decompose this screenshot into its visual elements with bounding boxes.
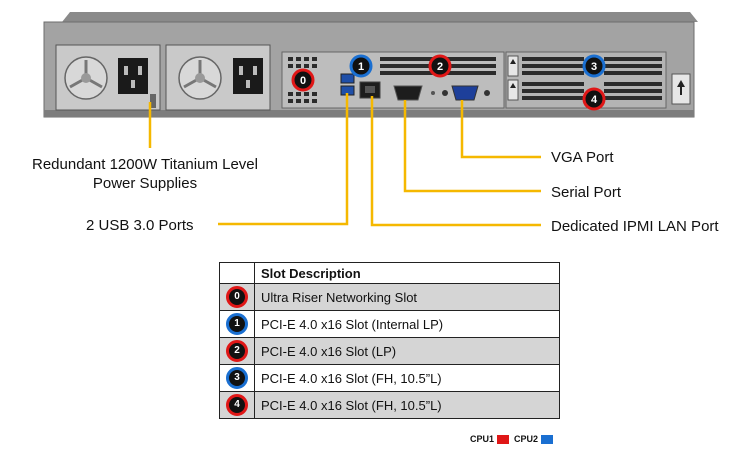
table-row: 1 PCI-E 4.0 x16 Slot (Internal LP) (219, 310, 560, 338)
slot-description: PCI-E 4.0 x16 Slot (Internal LP) (254, 310, 560, 338)
slot-description: PCI-E 4.0 x16 Slot (FH, 10.5”L) (254, 391, 560, 419)
serial-callout-line (403, 100, 541, 193)
slot-badge-4-icon: 4 (582, 87, 606, 111)
slot-badge-3-icon: 3 (582, 54, 606, 78)
legend-cpu2-label: CPU2 (514, 434, 539, 444)
svg-text:4: 4 (591, 94, 598, 106)
psu-2 (165, 44, 271, 111)
chassis-top-lip (62, 12, 698, 22)
slot-description-table: Slot Description 0 Ultra Riser Networkin… (219, 262, 560, 419)
svg-text:0: 0 (300, 75, 306, 87)
slot-description: PCI-E 4.0 x16 Slot (FH, 10.5”L) (254, 364, 560, 392)
ipmi-callout-label: Dedicated IPMI LAN Port (551, 218, 719, 235)
vga-callout-line (460, 100, 541, 159)
legend-cpu2-swatch (541, 434, 554, 444)
slot-latch-icon (507, 55, 519, 77)
vga-callout-label: VGA Port (551, 149, 614, 166)
slot-badge-icon: 3 (226, 367, 248, 389)
psu-callout-label: Redundant 1200W Titanium Level Power Sup… (32, 156, 258, 192)
table-header: Slot Description (254, 262, 560, 284)
slot-badge-icon: 4 (226, 394, 248, 416)
callout-lines (148, 93, 541, 227)
psu-power-inlet (118, 58, 148, 94)
vent-grid (288, 57, 317, 103)
slot-badge-icon: 0 (226, 286, 248, 308)
vga-port-icon (451, 85, 479, 101)
svg-text:1: 1 (358, 61, 364, 73)
table-row: 4 PCI-E 4.0 x16 Slot (FH, 10.5”L) (219, 391, 560, 419)
table-row: 3 PCI-E 4.0 x16 Slot (FH, 10.5”L) (219, 364, 560, 392)
svg-text:3: 3 (591, 61, 597, 73)
table-row: 0 Ultra Riser Networking Slot (219, 283, 560, 311)
usb-callout-line (218, 93, 349, 226)
slot-description: Ultra Riser Networking Slot (254, 283, 560, 311)
slot-badge-icon: 1 (226, 313, 248, 335)
serial-callout-label: Serial Port (551, 184, 622, 201)
ipmi-callout-line (370, 96, 541, 227)
serial-port-icon (393, 85, 423, 101)
chassis-bottom-edge (44, 110, 694, 117)
slot-badge-2-icon: 2 (428, 54, 452, 78)
legend-cpu1-label: CPU1 (470, 434, 495, 444)
slot-badge-0-icon: 0 (291, 68, 315, 92)
slot-badge-1-icon: 1 (349, 54, 373, 78)
slot-description: PCI-E 4.0 x16 Slot (LP) (254, 337, 560, 365)
table-header-row: Slot Description (219, 262, 560, 284)
legend-cpu1-swatch (497, 434, 510, 444)
fh-slot-vents (522, 57, 662, 100)
table-header-empty-cell (219, 262, 255, 284)
svg-text:2: 2 (437, 61, 443, 73)
psu-power-inlet (233, 58, 263, 94)
usb-callout-label: 2 USB 3.0 Ports (86, 217, 194, 234)
table-row: 2 PCI-E 4.0 x16 Slot (LP) (219, 337, 560, 365)
slot-badge-icon: 2 (226, 340, 248, 362)
slot-latch-icon (507, 79, 519, 101)
cpu-legend: CPU1 CPU2 (470, 434, 558, 444)
usb-port-icon (340, 73, 355, 84)
psu-1 (55, 44, 161, 111)
